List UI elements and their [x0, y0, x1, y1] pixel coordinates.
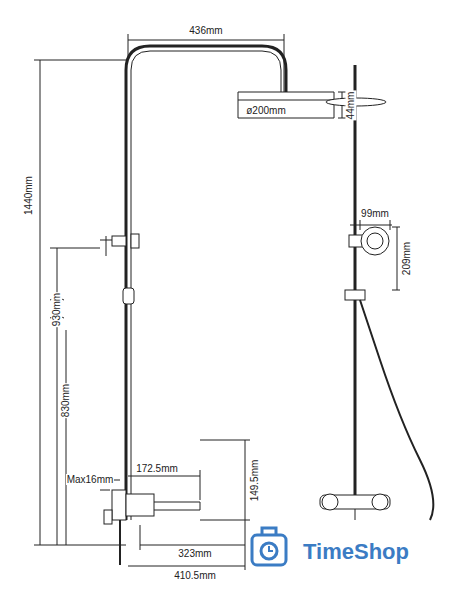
dimension-label: 323mm	[177, 548, 212, 559]
dimension-label: 99mm	[360, 208, 390, 219]
dimension-label: 930mm	[51, 291, 62, 326]
dimension-label: ø200mm	[245, 105, 286, 116]
dimension-label: 209mm	[401, 240, 412, 275]
dimension-label: Max16mm	[66, 474, 115, 485]
dimension-label: 1440mm	[23, 175, 34, 216]
dimension-label: 410.5mm	[173, 570, 217, 581]
watermark: TimeShop	[302, 540, 410, 564]
dimension-label: 149.5mm	[250, 458, 261, 502]
dimension-label: 436mm	[188, 25, 223, 36]
dimension-label: 44mm	[345, 90, 356, 120]
dimension-label: 830mm	[60, 382, 71, 417]
dimension-label: 172.5mm	[135, 463, 179, 474]
